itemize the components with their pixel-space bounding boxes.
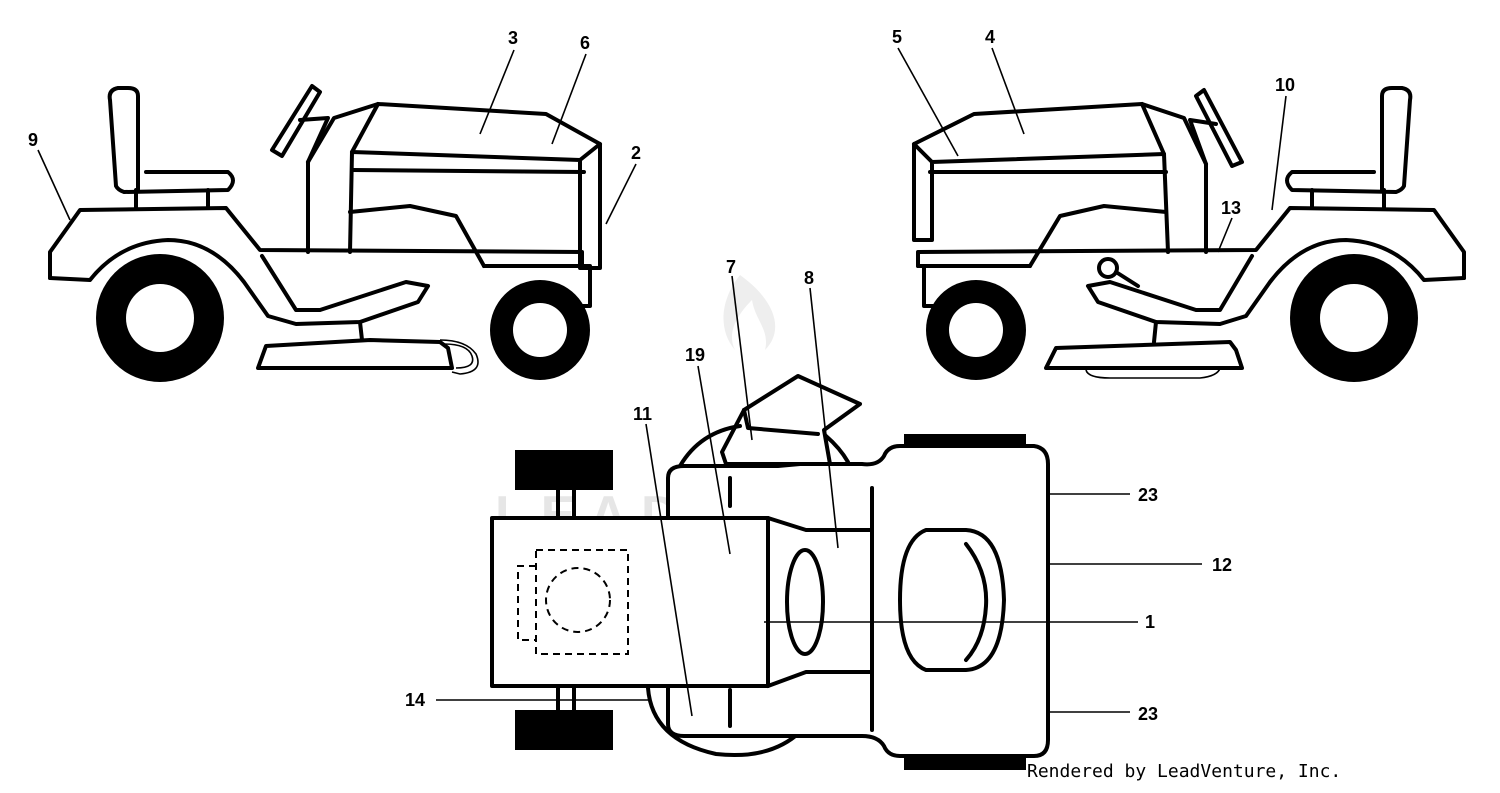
mower-left-side-view: [48, 84, 602, 382]
callout-1: 1: [1145, 612, 1155, 632]
callout-23-upper: 23: [1138, 485, 1158, 505]
flame-logo-icon: [723, 275, 776, 350]
leader-lines: [37, 47, 1287, 717]
callout-8: 8: [804, 268, 814, 288]
callout-5: 5: [892, 27, 902, 47]
callout-7: 7: [726, 257, 736, 277]
engine-block-top: [490, 516, 770, 688]
rear-wheel-top-upper: [515, 450, 613, 490]
callout-9: 9: [28, 130, 38, 150]
callout-3: 3: [508, 28, 518, 48]
mower-top-view: [490, 374, 1050, 770]
callout-12: 12: [1212, 555, 1232, 575]
render-credit: Rendered by LeadVenture, Inc.: [1027, 761, 1342, 782]
callout-13: 13: [1221, 198, 1241, 218]
callout-14: 14: [405, 690, 425, 710]
callout-23-lower: 23: [1138, 704, 1158, 724]
callout-19: 19: [685, 345, 705, 365]
callout-2: 2: [631, 143, 641, 163]
seat-top-view: [898, 528, 1006, 672]
rear-wheel-top-lower: [515, 710, 613, 750]
mower-right-side-view: [912, 86, 1466, 382]
callout-4: 4: [985, 27, 995, 47]
callout-10: 10: [1275, 75, 1295, 95]
callout-11: 11: [633, 404, 652, 424]
callout-6: 6: [580, 33, 590, 53]
callout-labels: 3 6 2 9 5 4 10 13 7 8 19 11 23 12 1 14 2…: [28, 27, 1295, 724]
